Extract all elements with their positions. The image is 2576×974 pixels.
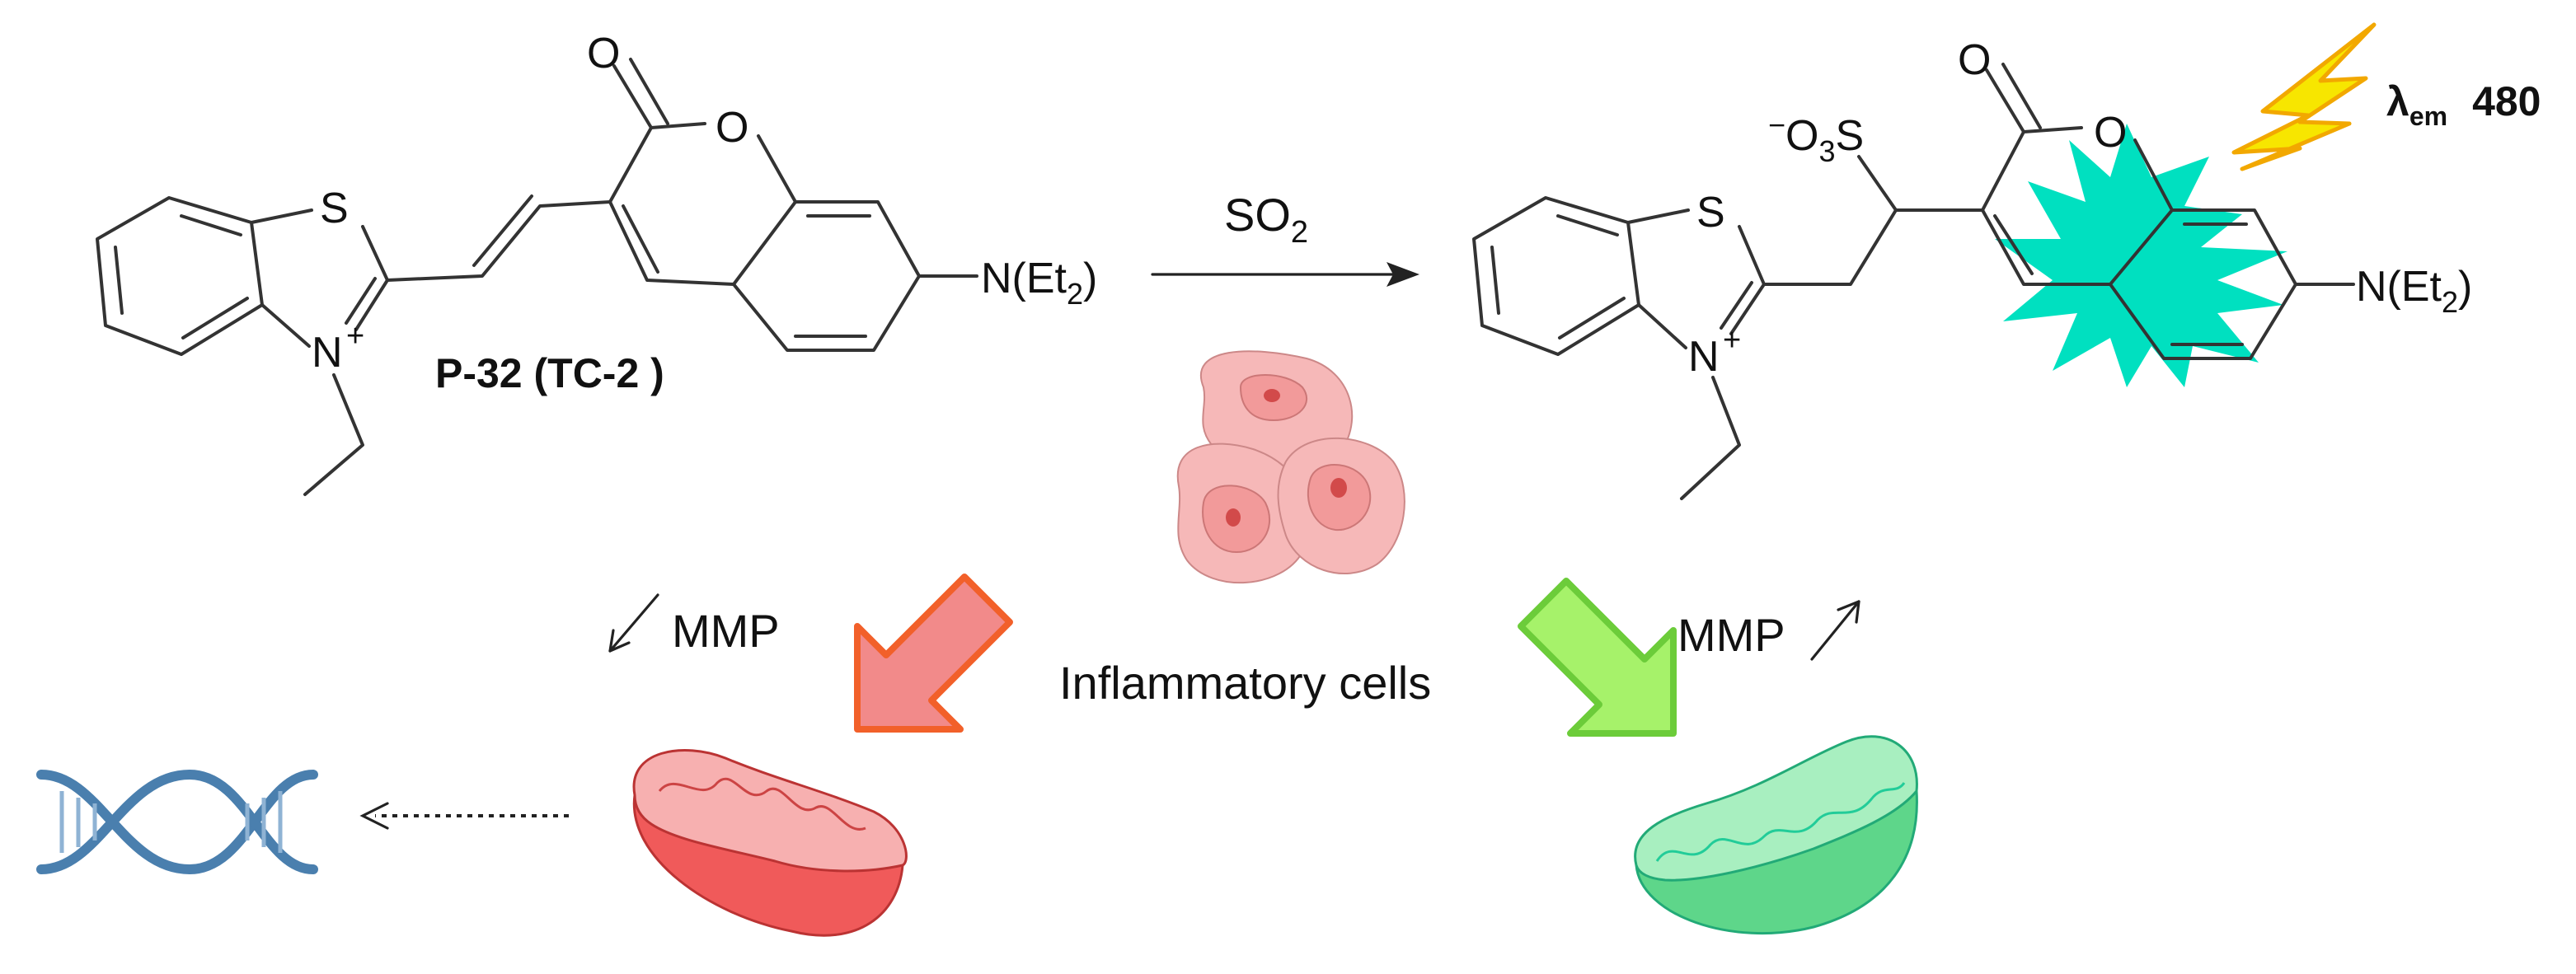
right-pyrone-double [1993,214,2034,275]
mmp-left-label: MMP [672,605,780,657]
right-atom-o-carbonyl: O [1958,36,1991,84]
left-compound-name: P-32 (TC-2 ) [435,350,664,396]
red-mitochondrion [632,749,908,937]
cell-2-nucleolus [1226,508,1241,527]
left-benzene-inner-3 [181,297,249,339]
right-thiazole-double [1720,281,1753,330]
right-carbonyl-double [2001,63,2042,129]
left-atom-o-carbonyl: O [587,30,620,77]
left-pyrone-bond-1 [608,200,735,286]
fluorescence-burst [1995,124,2287,387]
right-thiazole-bond-1 [1626,208,1690,224]
right-linker [1762,208,1984,286]
red-down-arrow [854,574,1013,733]
right-coumarin-benzene [2109,208,2297,360]
left-benzene-inner-1 [180,214,242,236]
left-carbonyl-bond [612,64,653,129]
right-pathway: MMP [1518,578,1918,934]
left-atom-n: N [312,329,343,377]
green-mitochondrion [1634,735,1918,934]
right-pyrone-bond-1 [1981,208,2112,286]
left-pathway: MMP [36,574,1013,937]
lightning-icon [2231,22,2377,171]
right-atom-n: N [1688,333,1720,381]
dna-icon [36,769,318,875]
left-carbonyl-double [629,58,669,125]
reagent-so2: SO2 [1224,189,1308,250]
right-sulfonate-label: −O3S [1768,108,1864,168]
left-atom-s: S [320,185,349,232]
left-n-charge: + [346,319,364,354]
left-vinyl-double [472,194,533,267]
right-thiazole-bond-4 [1637,303,1687,349]
left-vinyl-linker [386,200,612,282]
right-n-charge: + [1723,323,1741,358]
left-thiazole-bond-1 [250,208,313,224]
left-benzene-inner-2 [114,246,124,315]
left-coumarin-benzene [732,200,921,352]
right-benzene-inner-2 [1490,246,1500,315]
right-benzene-inner-3 [1558,297,1626,339]
left-thiazole-bond-4 [260,303,311,348]
left-pyrone-double [622,204,659,274]
dotted-arrow-head [359,802,389,830]
left-thiazole-bond-2 [361,225,389,282]
left-amine-label: N(Et2) [981,255,1097,311]
inflammatory-cells-illustration [1176,350,1405,584]
right-atom-s: S [1696,189,1725,236]
right-amine-label: N(Et2) [2356,263,2472,319]
reaction-arrow-head [1387,262,1419,287]
green-down-arrow [1518,578,1677,737]
right-ethyl-chain [1680,376,1741,500]
cell-3-nucleolus [1330,478,1347,498]
left-atom-o-ring: O [716,104,748,152]
mmp-right-label: MMP [1677,609,1785,661]
inflammatory-cells-label: Inflammatory cells [1059,657,1431,709]
left-benzene-ring [96,196,264,356]
mmp-left-down-arrow-head [608,629,631,653]
left-pyrone-bond-3 [757,134,797,204]
mmp-left-down-arrow-shaft [608,593,659,653]
right-carbonyl-bond [1985,68,2025,133]
right-sulfonate-bond [1857,155,1898,212]
right-atom-o-ring: O [2094,109,2127,157]
cell-1-nucleolus [1264,389,1280,402]
left-ethyl-chain [303,373,364,496]
mmp-right-up-arrow-head [1837,600,1860,624]
right-pyrone-bond-3 [2133,138,2174,212]
right-thiazole-bond-2 [1738,225,1766,286]
left-pyrone-bond-2 [608,122,706,204]
left-thiazole-double [345,277,377,325]
right-benzene-inner-1 [1556,214,1619,236]
left-thiazole-bond-3 [354,279,389,331]
right-thiazole-bond-3 [1729,283,1766,335]
reaction-arrow: SO2 [1151,189,1419,287]
left-molecule: S O O N + N(Et2) P-32 (TC-2 ) [96,30,1097,496]
right-benzene-ring [1472,196,1640,356]
mmp-right-up-arrow-shaft [1810,600,1860,661]
